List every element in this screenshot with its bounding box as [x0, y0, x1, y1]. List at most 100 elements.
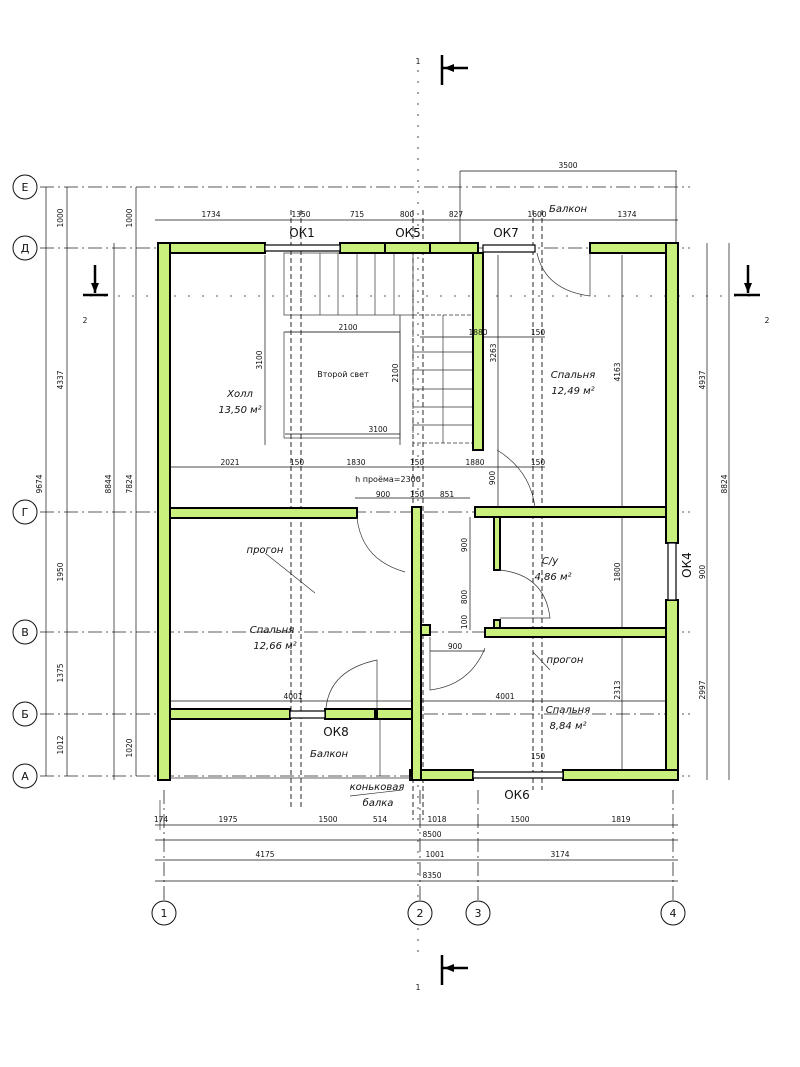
- dimension-label: 2997: [698, 680, 707, 699]
- room-area-hall: 13,50 м²: [218, 405, 261, 416]
- dimension-label: 1375: [56, 663, 65, 682]
- room-name-hall: Холл: [226, 389, 253, 400]
- window-label-ok4: ОК4: [680, 552, 694, 578]
- dimension-label: 9674: [35, 474, 44, 493]
- dimension-label: 715: [350, 210, 365, 219]
- window-ok6: [472, 771, 564, 779]
- dimension-label: 2313: [613, 680, 622, 699]
- section-mark-bottom: 1: [416, 983, 421, 992]
- beams-dashed: [159, 210, 543, 830]
- label-ridge-beam-1: коньковая: [350, 782, 405, 793]
- dimension-label: 150: [410, 490, 425, 499]
- dimension-label: 800: [400, 210, 415, 219]
- dimension-label: 1880: [465, 458, 484, 467]
- section-arrows: [83, 55, 760, 985]
- dimension-label: 514: [373, 815, 388, 824]
- dimension-label: 1350: [291, 210, 310, 219]
- dimension-label: 1012: [56, 735, 65, 754]
- room-name-bedroom-3: Спальня: [546, 705, 591, 716]
- axis-label-A: А: [21, 770, 29, 783]
- room-area-bedroom-2: 12,66 м²: [253, 641, 296, 652]
- window-ok1: [264, 244, 341, 252]
- room-area-bathroom: 4,86 м²: [535, 572, 572, 583]
- axis-label-B: Б: [21, 708, 29, 721]
- stairs: [283, 252, 474, 444]
- room-area-bedroom-3: 8,84 м²: [550, 721, 587, 732]
- window-label-ok5: ОК5: [395, 226, 421, 240]
- dimension-label: 1001: [425, 850, 444, 859]
- room-name-bedroom-1: Спальня: [551, 370, 596, 381]
- dimension-label: 1830: [346, 458, 365, 467]
- room-name-bathroom: С/у: [542, 556, 559, 567]
- dimension-label: 3174: [550, 850, 569, 859]
- dimension-label: 2021: [220, 458, 239, 467]
- dimension-label: 2100: [391, 363, 400, 382]
- dimension-label: 4001: [283, 692, 302, 701]
- dimension-label: 1819: [611, 815, 630, 824]
- axis-bubbles: [12, 174, 686, 926]
- dimension-label: 150: [531, 752, 546, 761]
- dimension-label: 4175: [255, 850, 274, 859]
- window-ok4: [667, 542, 677, 601]
- dimension-label: 4001: [495, 692, 514, 701]
- dimension-label: 8824: [720, 474, 729, 493]
- window-label-ok8: ОК8: [323, 725, 349, 739]
- dimension-label: 900: [488, 471, 497, 486]
- dimension-label: 800: [460, 590, 469, 605]
- dimension-label: 3500: [558, 161, 577, 170]
- window-label-ok1: ОК1: [289, 226, 315, 240]
- axis-label-1: 1: [161, 907, 168, 920]
- label-ridge-beam-2: балка: [363, 797, 394, 809]
- axis-label-4: 4: [670, 907, 677, 920]
- window-ok7: [482, 244, 536, 253]
- dimension-label: 8500: [422, 830, 441, 839]
- label-opening-height: h проёма=2300: [355, 475, 421, 484]
- windows: [264, 244, 677, 779]
- dimension-label: 1880: [468, 328, 487, 337]
- dimension-label: 1800: [613, 562, 622, 581]
- dimension-label: 4163: [613, 362, 622, 381]
- dimension-label: 2100: [338, 323, 357, 332]
- room-name-bedroom-2: Спальня: [250, 625, 295, 636]
- dimension-label: 1734: [201, 210, 220, 219]
- dimension-label: 900: [460, 538, 469, 553]
- dimension-label: 4937: [698, 370, 707, 389]
- dimension-lines: [45, 170, 730, 882]
- dimension-label: 1500: [510, 815, 529, 824]
- dimension-label: 7824: [125, 474, 134, 493]
- section-mark-left: 2: [83, 316, 88, 325]
- axis-label-G: Г: [22, 506, 29, 519]
- dimension-label: 900: [698, 565, 707, 580]
- dimension-label: 8350: [422, 871, 441, 880]
- dimension-label: 150: [290, 458, 305, 467]
- dimension-label: 100: [460, 615, 469, 630]
- dimension-label: 827: [449, 210, 464, 219]
- axis-label-3: 3: [475, 907, 482, 920]
- window-label-ok7: ОК7: [493, 226, 519, 240]
- dimension-label: 174: [154, 815, 169, 824]
- label-second-light: Второй свет: [317, 370, 369, 379]
- dimension-label: 1000: [56, 208, 65, 227]
- label-balcony-bottom: Балкон: [310, 749, 349, 760]
- doors: [170, 252, 591, 797]
- dimension-label: 150: [531, 458, 546, 467]
- dimension-label: 4337: [56, 370, 65, 389]
- dimension-label: 150: [531, 328, 546, 337]
- window-ok8: [289, 710, 326, 719]
- axis-label-E: Е: [22, 181, 29, 194]
- dimension-label: 1600: [527, 210, 546, 219]
- dimension-label: 3100: [368, 425, 387, 434]
- dimension-label: 1018: [427, 815, 446, 824]
- dimension-label: 851: [440, 490, 455, 499]
- dimension-label: 1950: [56, 562, 65, 581]
- section-mark-top: 1: [416, 57, 421, 66]
- dimension-label: 3100: [255, 350, 264, 369]
- label-purlin-left: прогон: [247, 545, 284, 556]
- dimension-label: 1020: [125, 738, 134, 757]
- window-label-ok6: ОК6: [504, 788, 530, 802]
- label-purlin-right: прогон: [547, 655, 584, 666]
- dimension-label: 150: [410, 458, 425, 467]
- dimension-label: 3263: [489, 343, 498, 362]
